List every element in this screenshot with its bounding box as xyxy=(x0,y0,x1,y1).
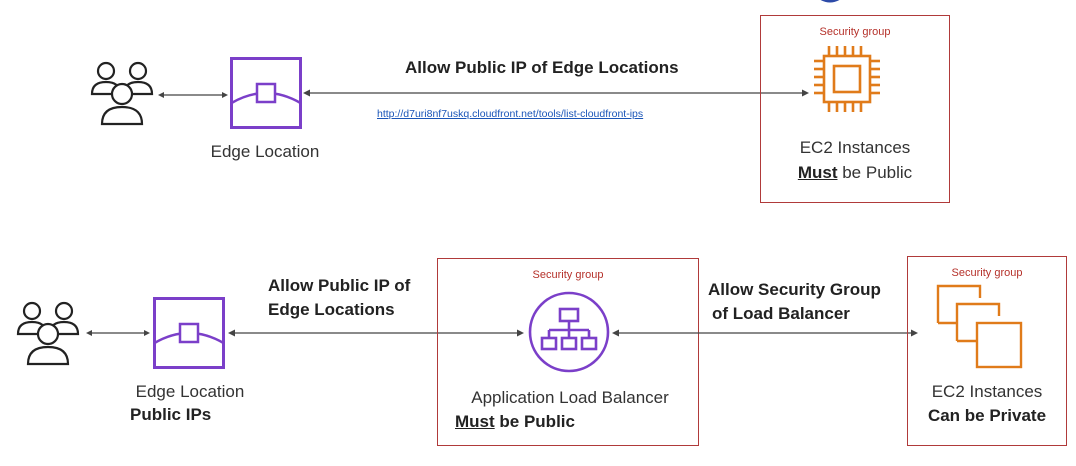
ec2-chip-icon xyxy=(812,44,882,114)
edge-location-icon xyxy=(230,57,302,129)
alb-security-group-label: Security group xyxy=(532,269,604,281)
edge-alb-label-line1: Allow Public IP of xyxy=(268,276,411,295)
top-arc-fragment xyxy=(800,0,860,6)
alb-caption: Application Load Balancer xyxy=(471,388,669,407)
edge-alb-arrow xyxy=(228,329,524,337)
load-balancer-icon xyxy=(527,290,611,374)
top-arrow-label: Allow Public IP of Edge Locations xyxy=(405,58,679,77)
alb-ec2-label-line2: of Load Balancer xyxy=(712,304,850,323)
security-group-label: Security group xyxy=(819,26,891,38)
ec2-caption: EC2 Instances xyxy=(931,382,1043,401)
must-word: Must xyxy=(455,412,495,431)
users-edge-arrow xyxy=(86,330,150,336)
edge-ec2-arrow xyxy=(303,89,809,97)
must-word: Must xyxy=(797,163,838,182)
ec2-instances-icon xyxy=(935,283,1030,373)
alb-security-group-box: Security group xyxy=(437,258,699,446)
ec2-security-group-box: Security group xyxy=(907,256,1067,446)
cloudfront-ips-link[interactable]: http://d7uri8nf7uskq.cloudfront.net/tool… xyxy=(377,108,644,120)
can-be-private-caption: Can be Private xyxy=(927,406,1047,425)
ec2-must-public: Must be Public xyxy=(780,163,930,183)
ec2-security-group-label: Security group xyxy=(951,267,1023,279)
edge-location-caption: Edge Location xyxy=(135,382,245,401)
users-icon xyxy=(14,298,84,368)
edge-location-icon xyxy=(153,297,225,369)
users-edge-arrow xyxy=(158,92,228,98)
alb-must-public: Must be Public xyxy=(455,412,605,432)
public-ips-caption: Public IPs xyxy=(130,405,212,424)
be-public-text: be Public xyxy=(494,412,575,431)
be-public-text: be Public xyxy=(837,163,913,182)
users-icon xyxy=(88,58,158,128)
alb-ec2-arrow xyxy=(612,329,918,337)
security-group-box: Security group xyxy=(760,15,950,203)
ec2-caption: EC2 Instances xyxy=(799,138,911,157)
alb-ec2-label-line1: Allow Security Group xyxy=(708,280,881,299)
edge-alb-label-line2: Edge Locations xyxy=(268,300,395,319)
edge-location-caption: Edge Location xyxy=(210,142,320,161)
